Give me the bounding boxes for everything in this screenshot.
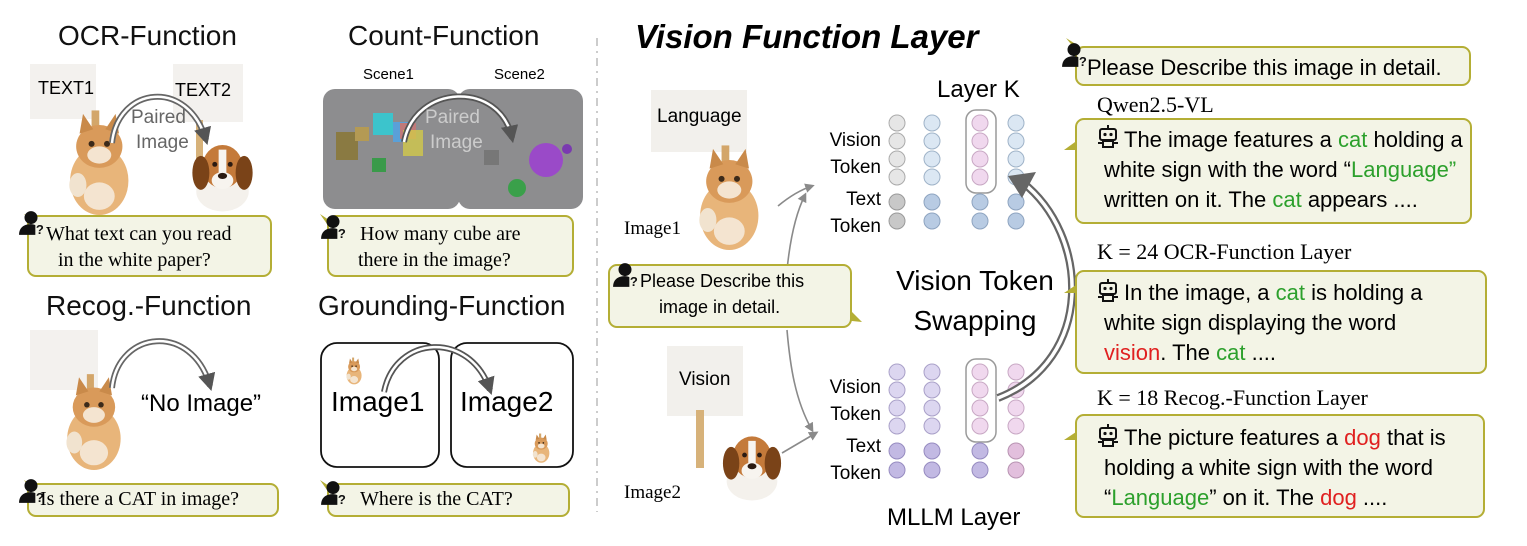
qwen-response-line3: written on it. The cat appears ....: [1104, 187, 1418, 212]
recog-response-line2: holding a white sign with the word: [1104, 455, 1433, 480]
text-token-label: Text Token: [825, 433, 881, 487]
layer-k-label: Layer K: [937, 76, 1020, 103]
ocr-question-line1: What text can you read: [46, 223, 232, 245]
text-token-label-line2: Token: [830, 463, 881, 484]
swap-label-line1: Vision Token: [896, 265, 1054, 296]
paper-sign: [173, 64, 243, 122]
count-function-title: Count-Function: [348, 20, 540, 51]
no-image-label: “No Image”: [141, 390, 262, 417]
paper-sign: [30, 330, 98, 390]
user-question-icon: [612, 262, 638, 288]
center-prompt-line1: Please Describe this: [640, 271, 805, 291]
ocr-response-bubble: [1075, 270, 1487, 374]
recog-response-line3: “Language” on it. The dog ....: [1104, 485, 1388, 510]
vision-function-layer-title: Vision Function Layer: [635, 18, 979, 55]
robot-icon: [1096, 278, 1120, 302]
ocr-response-line1: In the image, a cat is holding a: [1124, 280, 1423, 305]
recog-panel-graphics: [30, 330, 216, 470]
vision-sign-text: Vision: [679, 369, 731, 390]
count-question-line2: there in the image?: [358, 249, 511, 271]
grounding-panel-graphics: [320, 342, 574, 468]
vision-token-label: Vision Token: [825, 127, 881, 181]
center-prompt-line2: image in detail.: [659, 297, 781, 317]
scene2-label: Scene2: [494, 66, 545, 83]
text-token-label-line2: Token: [830, 216, 881, 237]
image-label: Image: [136, 132, 189, 153]
vision-token-label-line1: Vision: [829, 130, 881, 151]
upper-token-grid: [888, 109, 1025, 230]
image2-caption: Image2: [624, 482, 681, 503]
ocr-question-line2: in the white paper?: [58, 249, 211, 271]
text-token-label-line1: Text: [846, 189, 881, 210]
layer-k-highlight: [965, 109, 997, 194]
grounding-question: Where is the CAT?: [360, 488, 513, 510]
image2-label: Image2: [460, 386, 554, 417]
qwen-response-bubble: [1075, 118, 1472, 224]
user-question-icon: [18, 210, 44, 236]
image1-caption: Image1: [624, 218, 681, 239]
paper-sign: [30, 64, 96, 119]
count-question-line1: How many cube are: [360, 223, 521, 245]
user-question-icon: [320, 480, 346, 506]
paired-label: Paired: [425, 107, 480, 128]
vision-token-label-line1: Vision: [829, 377, 881, 398]
recog-response-bubble: [1075, 414, 1485, 518]
lower-token-grid: [888, 358, 1025, 479]
recog-function-title: Recog.-Function: [46, 290, 252, 321]
ocr-layer-label: K = 24 OCR-Function Layer: [1097, 239, 1352, 264]
recog-question: Is there a CAT in image?: [40, 488, 240, 510]
mllm-layer-label: MLLM Layer: [887, 504, 1021, 531]
paired-label: Paired: [131, 107, 186, 128]
text-token-label: Text Token: [825, 186, 881, 240]
paper-sign: [667, 346, 743, 416]
qwen-label: Qwen2.5-VL: [1097, 92, 1214, 117]
scene1-label: Scene1: [363, 66, 414, 83]
ocr-response-line3: vision. The cat ....: [1104, 340, 1277, 365]
center-prompt-bubble: [608, 264, 852, 328]
vision-token-label-line2: Token: [830, 404, 881, 425]
swap-label-line2: Swapping: [913, 305, 1037, 336]
vision-token-label-line2: Token: [830, 157, 881, 178]
robot-icon: [1096, 423, 1120, 447]
sign-text2: TEXT2: [175, 80, 232, 100]
count-question-bubble: [327, 215, 574, 277]
ocr-panel-graphics: [30, 64, 253, 215]
sign-text1: TEXT1: [38, 78, 95, 98]
paper-sign: [651, 90, 747, 152]
ocr-response-line2: white sign displaying the word: [1104, 310, 1397, 335]
count-panel-graphics: [323, 89, 583, 209]
grounding-function-title: Grounding-Function: [318, 290, 566, 321]
recog-question-bubble: [27, 483, 279, 517]
user-question-icon: [1061, 42, 1087, 68]
recog-layer-label: K = 18 Recog.-Function Layer: [1097, 385, 1368, 410]
scene1-image: [323, 89, 460, 209]
right-prompt-bubble: [1075, 46, 1471, 86]
recog-response-line1: The picture features a dog that is: [1124, 425, 1446, 450]
center-images: [651, 90, 819, 501]
vision-token-swapping-label: Vision Token Swapping: [890, 261, 1060, 341]
image-label: Image: [430, 132, 483, 153]
user-question-icon: [320, 214, 346, 240]
layer-k-highlight: [965, 358, 997, 443]
ocr-question-bubble: [27, 215, 272, 277]
right-prompt-text: Please Describe this image in detail.: [1087, 55, 1442, 80]
language-sign-text: Language: [657, 106, 742, 127]
vision-token-label: Vision Token: [825, 374, 881, 428]
image1-label: Image1: [331, 386, 425, 417]
ocr-function-title: OCR-Function: [58, 20, 237, 51]
curved-arrow: [109, 338, 213, 389]
qwen-response-line2: white sign with the word “Language”: [1104, 157, 1457, 182]
qwen-response-line1: The image features a cat holding a: [1124, 127, 1463, 152]
robot-icon: [1096, 124, 1120, 148]
scene2-image: [458, 89, 583, 209]
text-token-label-line1: Text: [846, 436, 881, 457]
